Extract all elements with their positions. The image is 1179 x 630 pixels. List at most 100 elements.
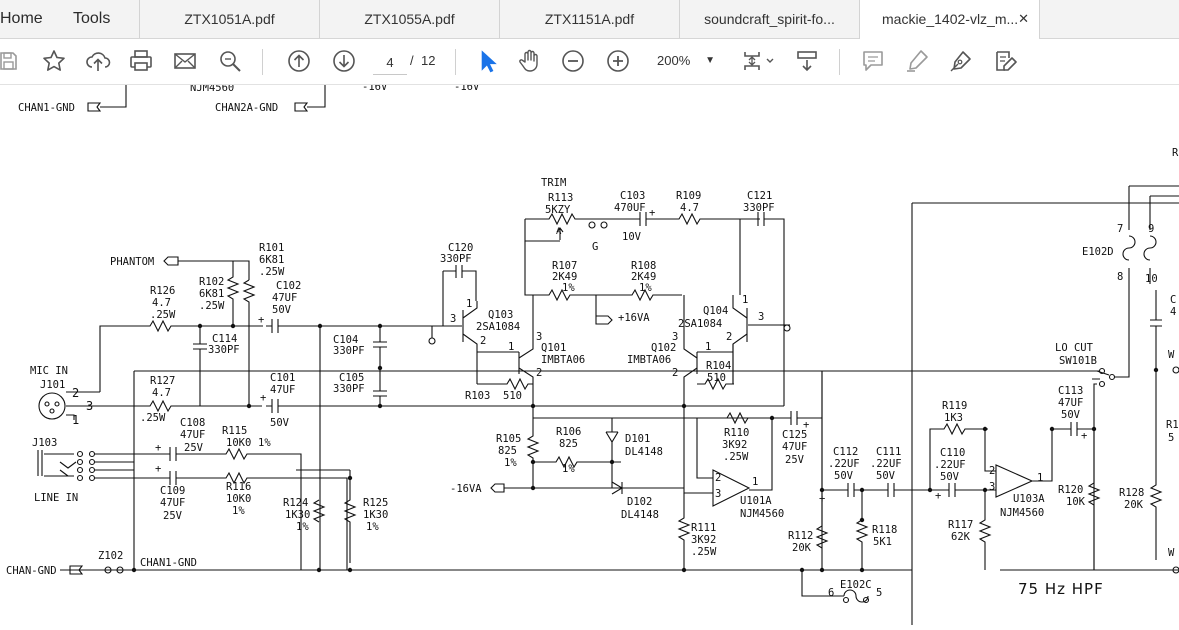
tab-ztx1055a[interactable]: ZTX1055A.pdf (319, 0, 499, 38)
value-r109: 4.7 (680, 202, 699, 214)
highlight-icon[interactable] (903, 47, 931, 75)
label-hpf: 75 Hz HPF (1018, 580, 1104, 598)
close-tab-icon[interactable]: ✕ (1018, 11, 1029, 26)
page-up-icon[interactable] (285, 47, 313, 75)
value-r115: 10K0 (226, 437, 251, 449)
value-q104: 2SA1084 (678, 318, 722, 330)
svg-text:1: 1 (752, 476, 758, 488)
ref-j101: J101 (40, 379, 65, 391)
ref-d101: D101 (625, 433, 650, 445)
ref-r112: R112 (788, 530, 813, 542)
capacitor-c103 (632, 212, 674, 226)
value-r110: 3K92 (722, 439, 747, 451)
extra-c109: 25V (163, 510, 183, 522)
value-r107: 2K49 (552, 271, 577, 283)
extra-r106: 1% (562, 463, 575, 475)
value-d101: DL4148 (625, 446, 663, 458)
sign-icon[interactable] (947, 47, 975, 75)
value-r124: 1K30 (285, 509, 310, 521)
ref-q102: Q102 (651, 342, 676, 354)
page-down-icon[interactable] (330, 47, 358, 75)
zoom-dropdown[interactable]: 200% ▼ (647, 49, 723, 73)
tab-ztx1151a[interactable]: ZTX1151A.pdf (499, 0, 679, 38)
jumper-e102c (843, 589, 869, 603)
ref-c101: C101 (270, 372, 295, 384)
ref-c111: C111 (876, 446, 901, 458)
transistor-q103 (432, 301, 478, 384)
ref-c113: C113 (1058, 385, 1083, 397)
resistor-r106 (533, 455, 621, 469)
edge-fragment: 4 (1170, 306, 1176, 318)
value-d102: DL4148 (621, 509, 659, 521)
ref-r111: R111 (691, 522, 716, 534)
page-total: 12 (421, 53, 436, 68)
print-icon[interactable] (127, 47, 155, 75)
resistor-r108 (596, 288, 682, 302)
ref-r120: R120 (1058, 484, 1083, 496)
resistor-r103 (477, 377, 533, 391)
capacitor-c102 (266, 319, 432, 333)
connector-chan2a-gnd (294, 102, 309, 112)
save-icon[interactable] (0, 47, 22, 75)
edge-fragment: W (1168, 547, 1175, 559)
switch-sw101b (1092, 290, 1130, 380)
tab-ztx1051a[interactable]: ZTX1051A.pdf (139, 0, 319, 38)
transistor-q102 (683, 295, 698, 405)
svg-text:2: 2 (989, 465, 995, 477)
select-arrow-icon[interactable] (473, 47, 501, 75)
svg-text:+: + (155, 463, 161, 475)
edge-fragment: W (1168, 349, 1175, 361)
value-r101: 6K81 (259, 254, 284, 266)
resistor-r111 (677, 493, 691, 570)
edit-pdf-icon[interactable] (991, 47, 1019, 75)
tab-mackie-active[interactable]: mackie_1402-vlz_m... ✕ (859, 0, 1039, 39)
upload-cloud-icon[interactable] (84, 47, 112, 75)
resistor-r112 (815, 520, 829, 549)
resistor-r126 (99, 319, 263, 392)
extra-c125: 25V (785, 454, 805, 466)
capacitor-c113 (1052, 422, 1094, 436)
email-icon[interactable] (171, 47, 199, 75)
ref-c121: C121 (747, 190, 772, 202)
extra-r116: 1% (232, 505, 245, 517)
zoom-in-icon[interactable] (604, 47, 632, 75)
page-separator: / (410, 53, 414, 68)
pin-9: 9 (1148, 223, 1154, 235)
ref-c105: C105 (339, 372, 364, 384)
bookmark-star-icon[interactable] (40, 47, 68, 75)
ref-z102: Z102 (98, 550, 123, 562)
extra-c112: 50V (834, 470, 854, 482)
fit-page-icon[interactable] (738, 47, 778, 75)
capacitor-c121 (739, 212, 785, 317)
ref-r110: R110 (724, 427, 749, 439)
ref-r117: R117 (948, 519, 973, 531)
zoom-search-icon[interactable] (216, 47, 244, 75)
capacitor-c110 (930, 483, 985, 497)
ref-c110: C110 (940, 447, 965, 459)
comment-icon[interactable] (859, 47, 887, 75)
nav-home[interactable]: Home (0, 10, 43, 27)
pin-6: 6 (828, 587, 834, 599)
diode-d102 (504, 481, 624, 495)
value-r103: 510 (503, 390, 522, 402)
scroll-mode-icon[interactable] (793, 47, 821, 75)
hand-tool-icon[interactable] (516, 47, 544, 75)
value-c113: 47UF (1058, 397, 1083, 409)
value-c102: 47UF (272, 292, 297, 304)
pin-10: 10 (1145, 273, 1158, 285)
page-number-input[interactable] (373, 50, 407, 75)
nav-tools[interactable]: Tools (73, 10, 111, 27)
ref-q101: Q101 (541, 342, 566, 354)
document-viewport[interactable]: CHAN1-GND NJM4560 CHAN2A-GND -16V -16V T… (0, 81, 1179, 625)
zoom-out-icon[interactable] (559, 47, 587, 75)
tab-soundcraft[interactable]: soundcraft_spirit-fo... (679, 0, 859, 38)
ref-r105: R105 (496, 433, 521, 445)
ref-c114: C114 (212, 333, 237, 345)
opamp-u103a (995, 464, 1034, 498)
diode-d101 (605, 418, 619, 488)
svg-text:2: 2 (480, 335, 486, 347)
value-r116: 10K0 (226, 493, 251, 505)
value-q103: 2SA1084 (476, 321, 520, 333)
label-trim: TRIM (541, 177, 566, 189)
svg-text:+: + (260, 392, 266, 404)
